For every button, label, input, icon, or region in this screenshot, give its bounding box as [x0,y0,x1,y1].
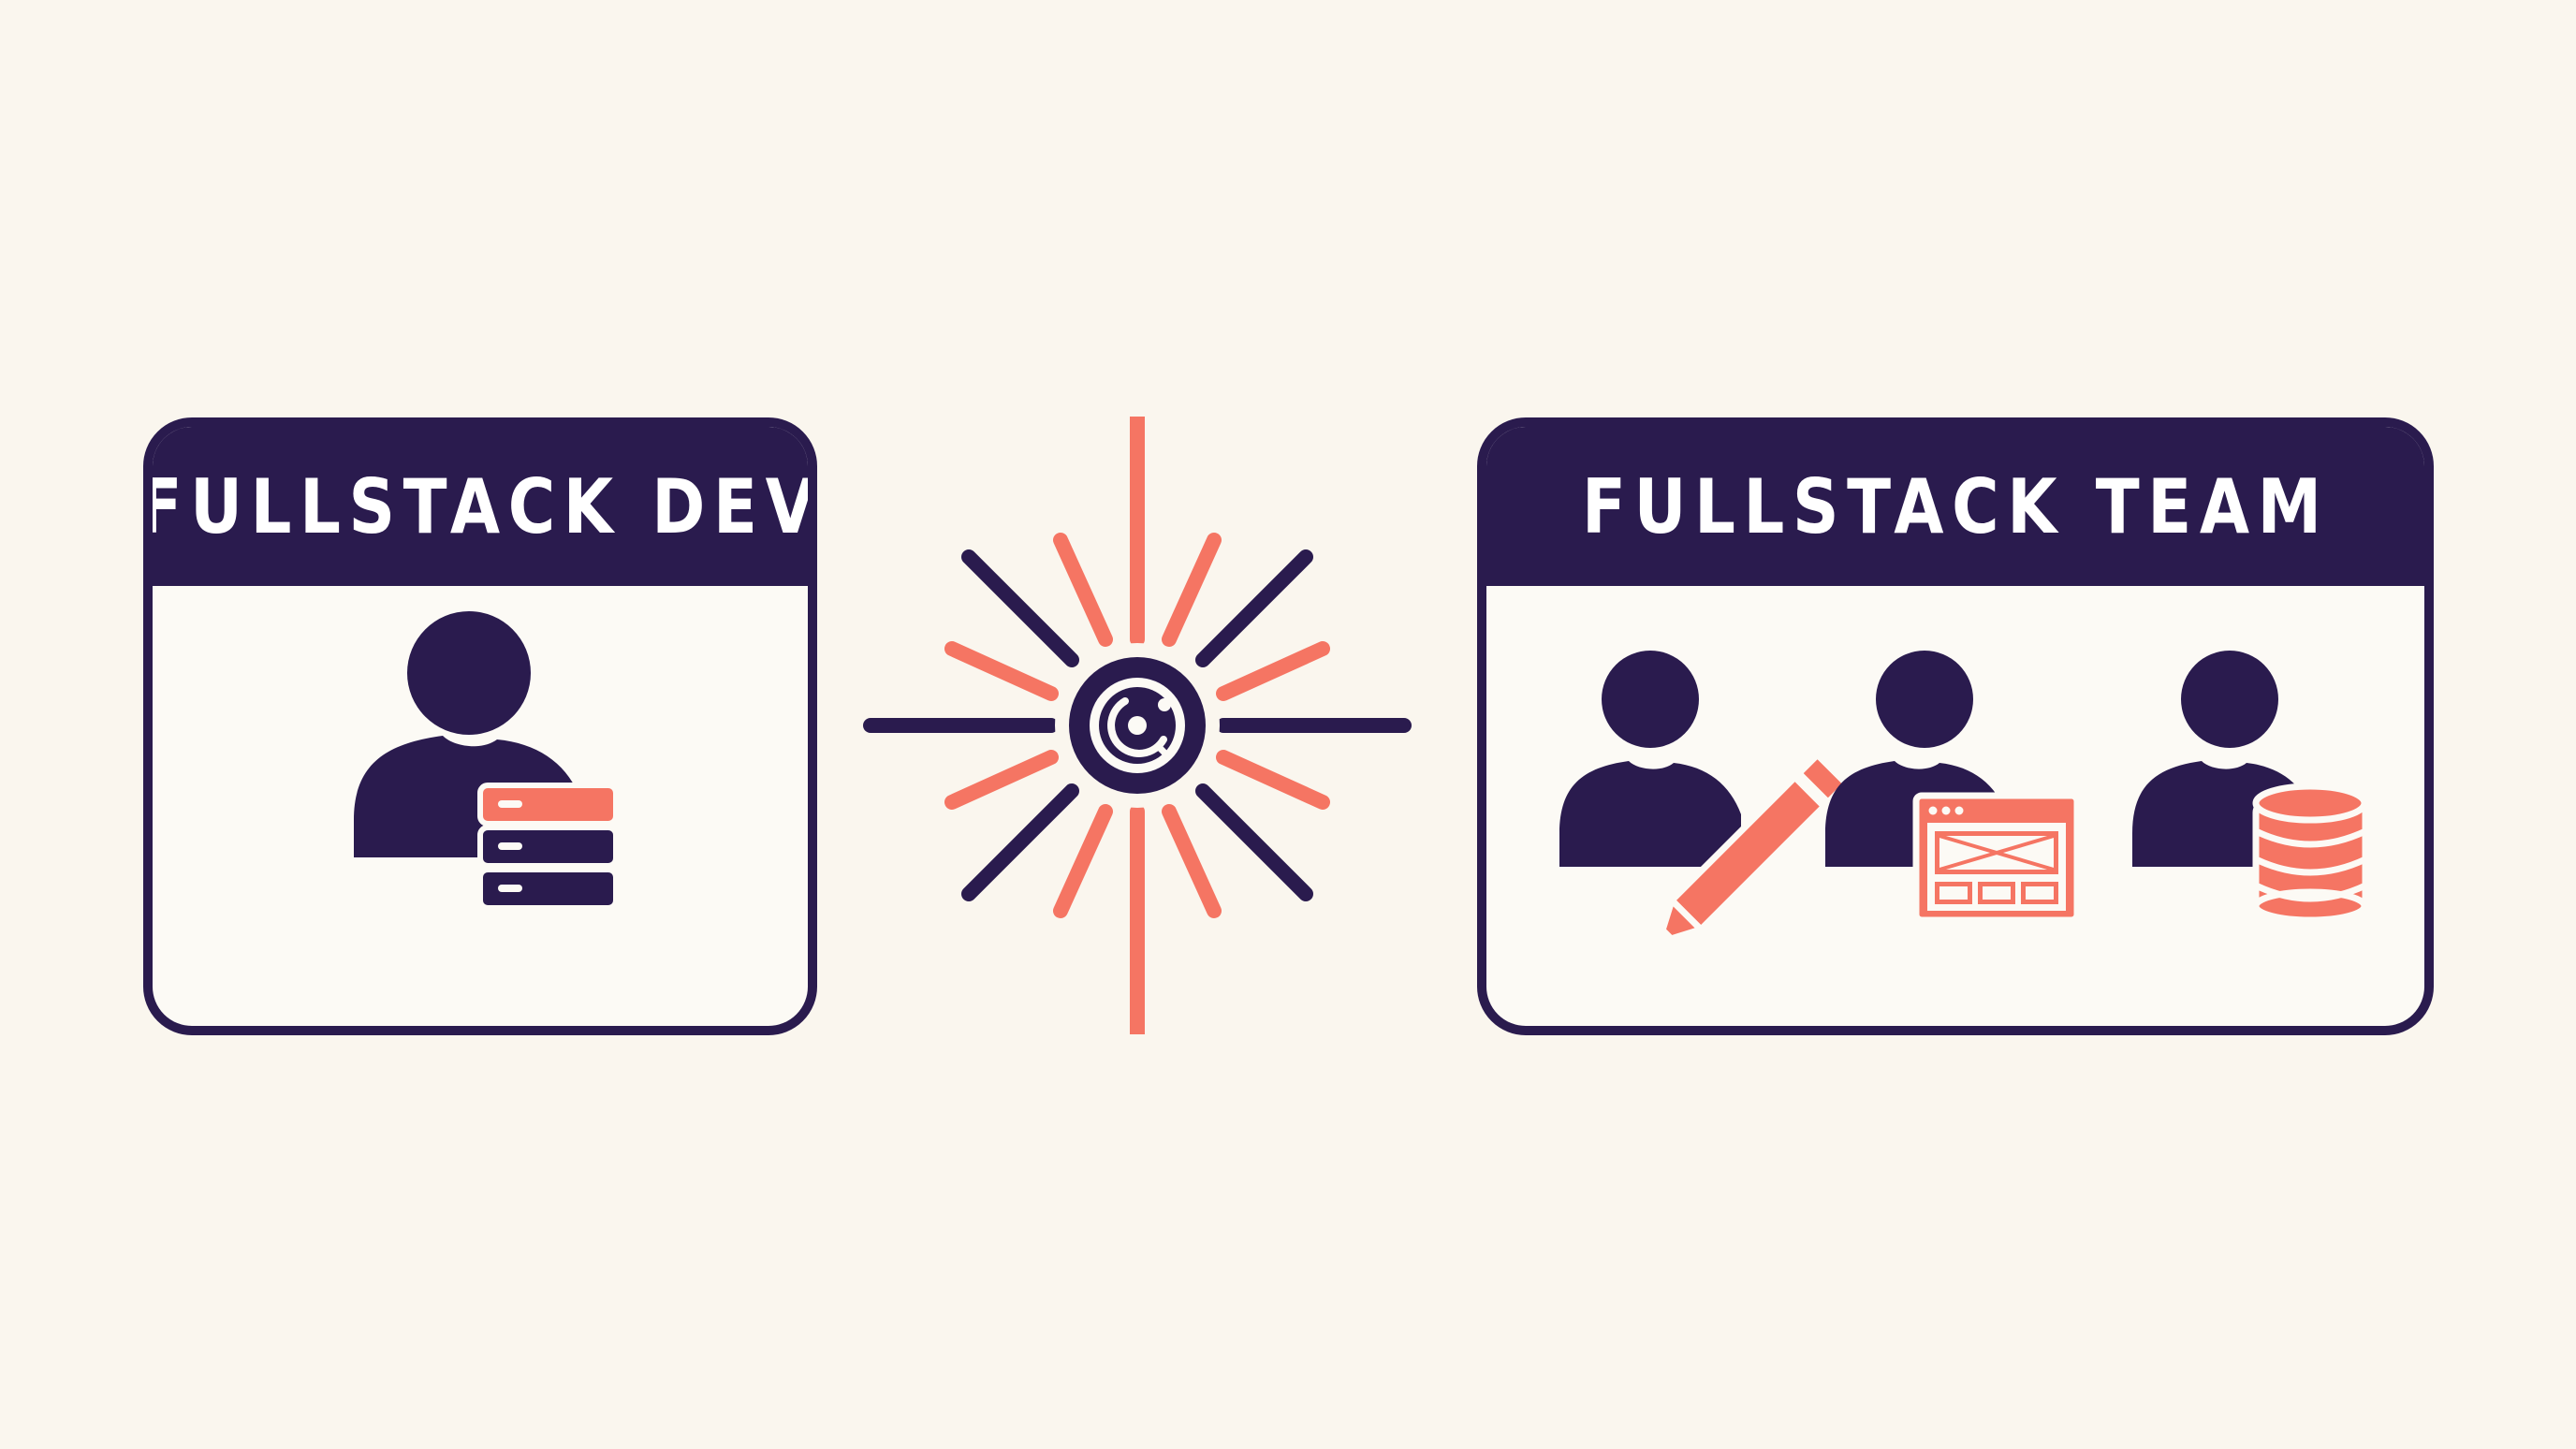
center-burst [856,417,1418,1034]
burst-ray [1195,783,1313,901]
burst-ray [1053,804,1113,918]
person-icon [1559,651,1741,867]
designer-member [1559,651,1849,946]
server-stack-icon [477,783,619,911]
target-burst-icon [863,417,1412,1034]
burst-ray [961,549,1079,667]
burst-ray [1053,533,1113,647]
burst-ray [961,783,1079,901]
fullstack-team-title: FULLSTACK TEAM [1581,462,2330,550]
burst-ray [1162,804,1222,918]
fullstack-dev-illustration [354,611,619,911]
fullstack-team-illustration [1559,651,2369,946]
burst-ray [1195,549,1313,667]
pencil-icon [1655,753,1849,946]
burst-ray [944,641,1059,701]
database-icon [2252,783,2369,924]
fullstack-dev-header: FULLSTACK DEV [153,427,808,586]
backend-member [2132,651,2369,924]
burst-ray [944,750,1059,810]
burst-ray [1162,533,1222,647]
target-icon [1055,643,1220,808]
fullstack-dev-card: FULLSTACK DEV [143,417,817,1035]
browser-wireframe-icon [1912,792,2081,924]
fullstack-team-card: FULLSTACK TEAM [1477,417,2434,1035]
burst-ray [1216,641,1330,701]
burst-ray [1216,750,1330,810]
fullstack-team-header: FULLSTACK TEAM [1486,427,2424,586]
fullstack-dev-title: FULLSTACK DEV [143,462,817,550]
fullstack-team-body [1486,586,2424,1026]
frontend-member [1825,651,2081,924]
fullstack-dev-body [153,586,808,1026]
